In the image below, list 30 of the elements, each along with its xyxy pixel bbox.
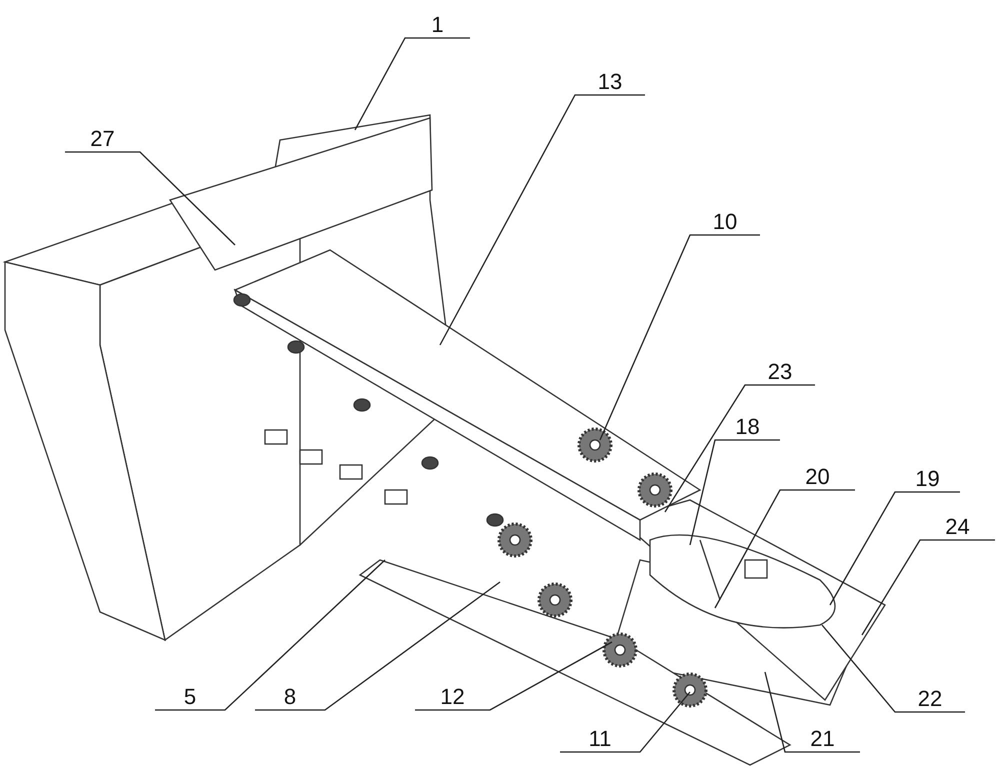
callout-number: 20 bbox=[780, 465, 855, 489]
leader-line bbox=[764, 672, 860, 753]
leader-line bbox=[664, 384, 815, 512]
callout-number: 5 bbox=[155, 685, 225, 709]
callout-number: 24 bbox=[920, 515, 995, 539]
callout-number: 10 bbox=[690, 210, 760, 234]
callout-number: 21 bbox=[785, 727, 860, 751]
leader-line bbox=[354, 37, 470, 130]
callout-number: 1 bbox=[405, 13, 470, 37]
callout-number: 12 bbox=[415, 685, 490, 709]
callout-number: 18 bbox=[715, 415, 780, 439]
leader-line bbox=[560, 692, 690, 753]
callout-number: 19 bbox=[895, 467, 960, 491]
callout-number: 23 bbox=[745, 360, 815, 384]
leader-line bbox=[65, 151, 236, 246]
leader-line bbox=[689, 439, 780, 546]
callout-number: 22 bbox=[895, 687, 965, 711]
leader-line bbox=[255, 581, 500, 711]
callout-number: 13 bbox=[575, 70, 645, 94]
leader-line bbox=[439, 94, 645, 346]
leader-line bbox=[861, 539, 995, 636]
callout-number: 11 bbox=[560, 727, 640, 751]
leader-line bbox=[599, 234, 760, 440]
leader-line bbox=[829, 491, 960, 606]
leader-line bbox=[415, 641, 612, 711]
callout-number: 8 bbox=[255, 685, 325, 709]
callout-number: 27 bbox=[65, 127, 140, 151]
leader-line bbox=[714, 489, 855, 608]
leader-line bbox=[155, 560, 386, 711]
leader-line bbox=[822, 624, 965, 713]
